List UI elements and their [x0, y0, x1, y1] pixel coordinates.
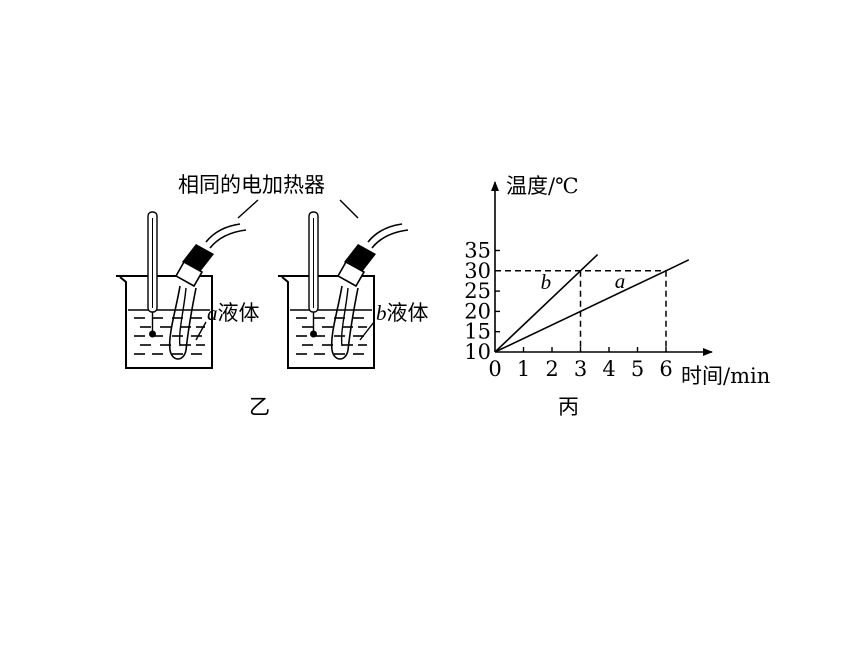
series-line-a: [494, 259, 690, 353]
heater-b-coil: [330, 285, 359, 360]
liquid-a: [130, 312, 208, 364]
series-label-b: b: [541, 270, 552, 294]
apparatus-diagram: 相同的电加热器: [116, 173, 429, 419]
heater-label: 相同的电加热器: [178, 173, 325, 197]
chart-caption: 丙: [558, 395, 579, 419]
x-tick-label: 3: [574, 357, 587, 381]
x-tick-label: 6: [659, 357, 672, 381]
series-label-a: a: [615, 269, 626, 293]
y-tick-label: 35: [464, 239, 491, 263]
beaker-b: b液体: [278, 211, 429, 369]
x-tick-label: 2: [545, 357, 558, 381]
heater-leader-b: [339, 199, 359, 219]
apparatus-caption: 乙: [249, 395, 270, 419]
y-tick-label: 25: [464, 279, 491, 303]
beaker-b-label: b液体: [376, 301, 429, 325]
y-tick-label: 10: [464, 340, 491, 364]
beaker-a-label: a液体: [207, 301, 260, 325]
y-tick-label: 30: [464, 259, 491, 283]
liquid-b-hatching: [296, 317, 367, 355]
x-axis-label: 时间/min: [681, 364, 770, 388]
y-axis-label: 温度/℃: [506, 174, 579, 198]
series-line-b: [494, 253, 599, 353]
y-tick-label: 20: [464, 299, 491, 323]
thermometer-b-bulb: [310, 330, 317, 338]
heater-a-cord: [205, 223, 241, 243]
thermometer-a-bulb: [149, 330, 156, 338]
x-tick-label: 1: [517, 357, 530, 381]
x-tick-label: 0: [488, 357, 501, 381]
heater-a-coil: [168, 285, 197, 360]
x-tick-label: 5: [631, 357, 644, 381]
beaker-a: a液体: [116, 211, 260, 369]
x-tick-label: 4: [602, 357, 615, 381]
heater-leader-a: [237, 199, 259, 219]
liquid-b: [292, 312, 370, 364]
heater-b-cord: [367, 223, 403, 243]
y-tick-label: 15: [464, 320, 491, 344]
